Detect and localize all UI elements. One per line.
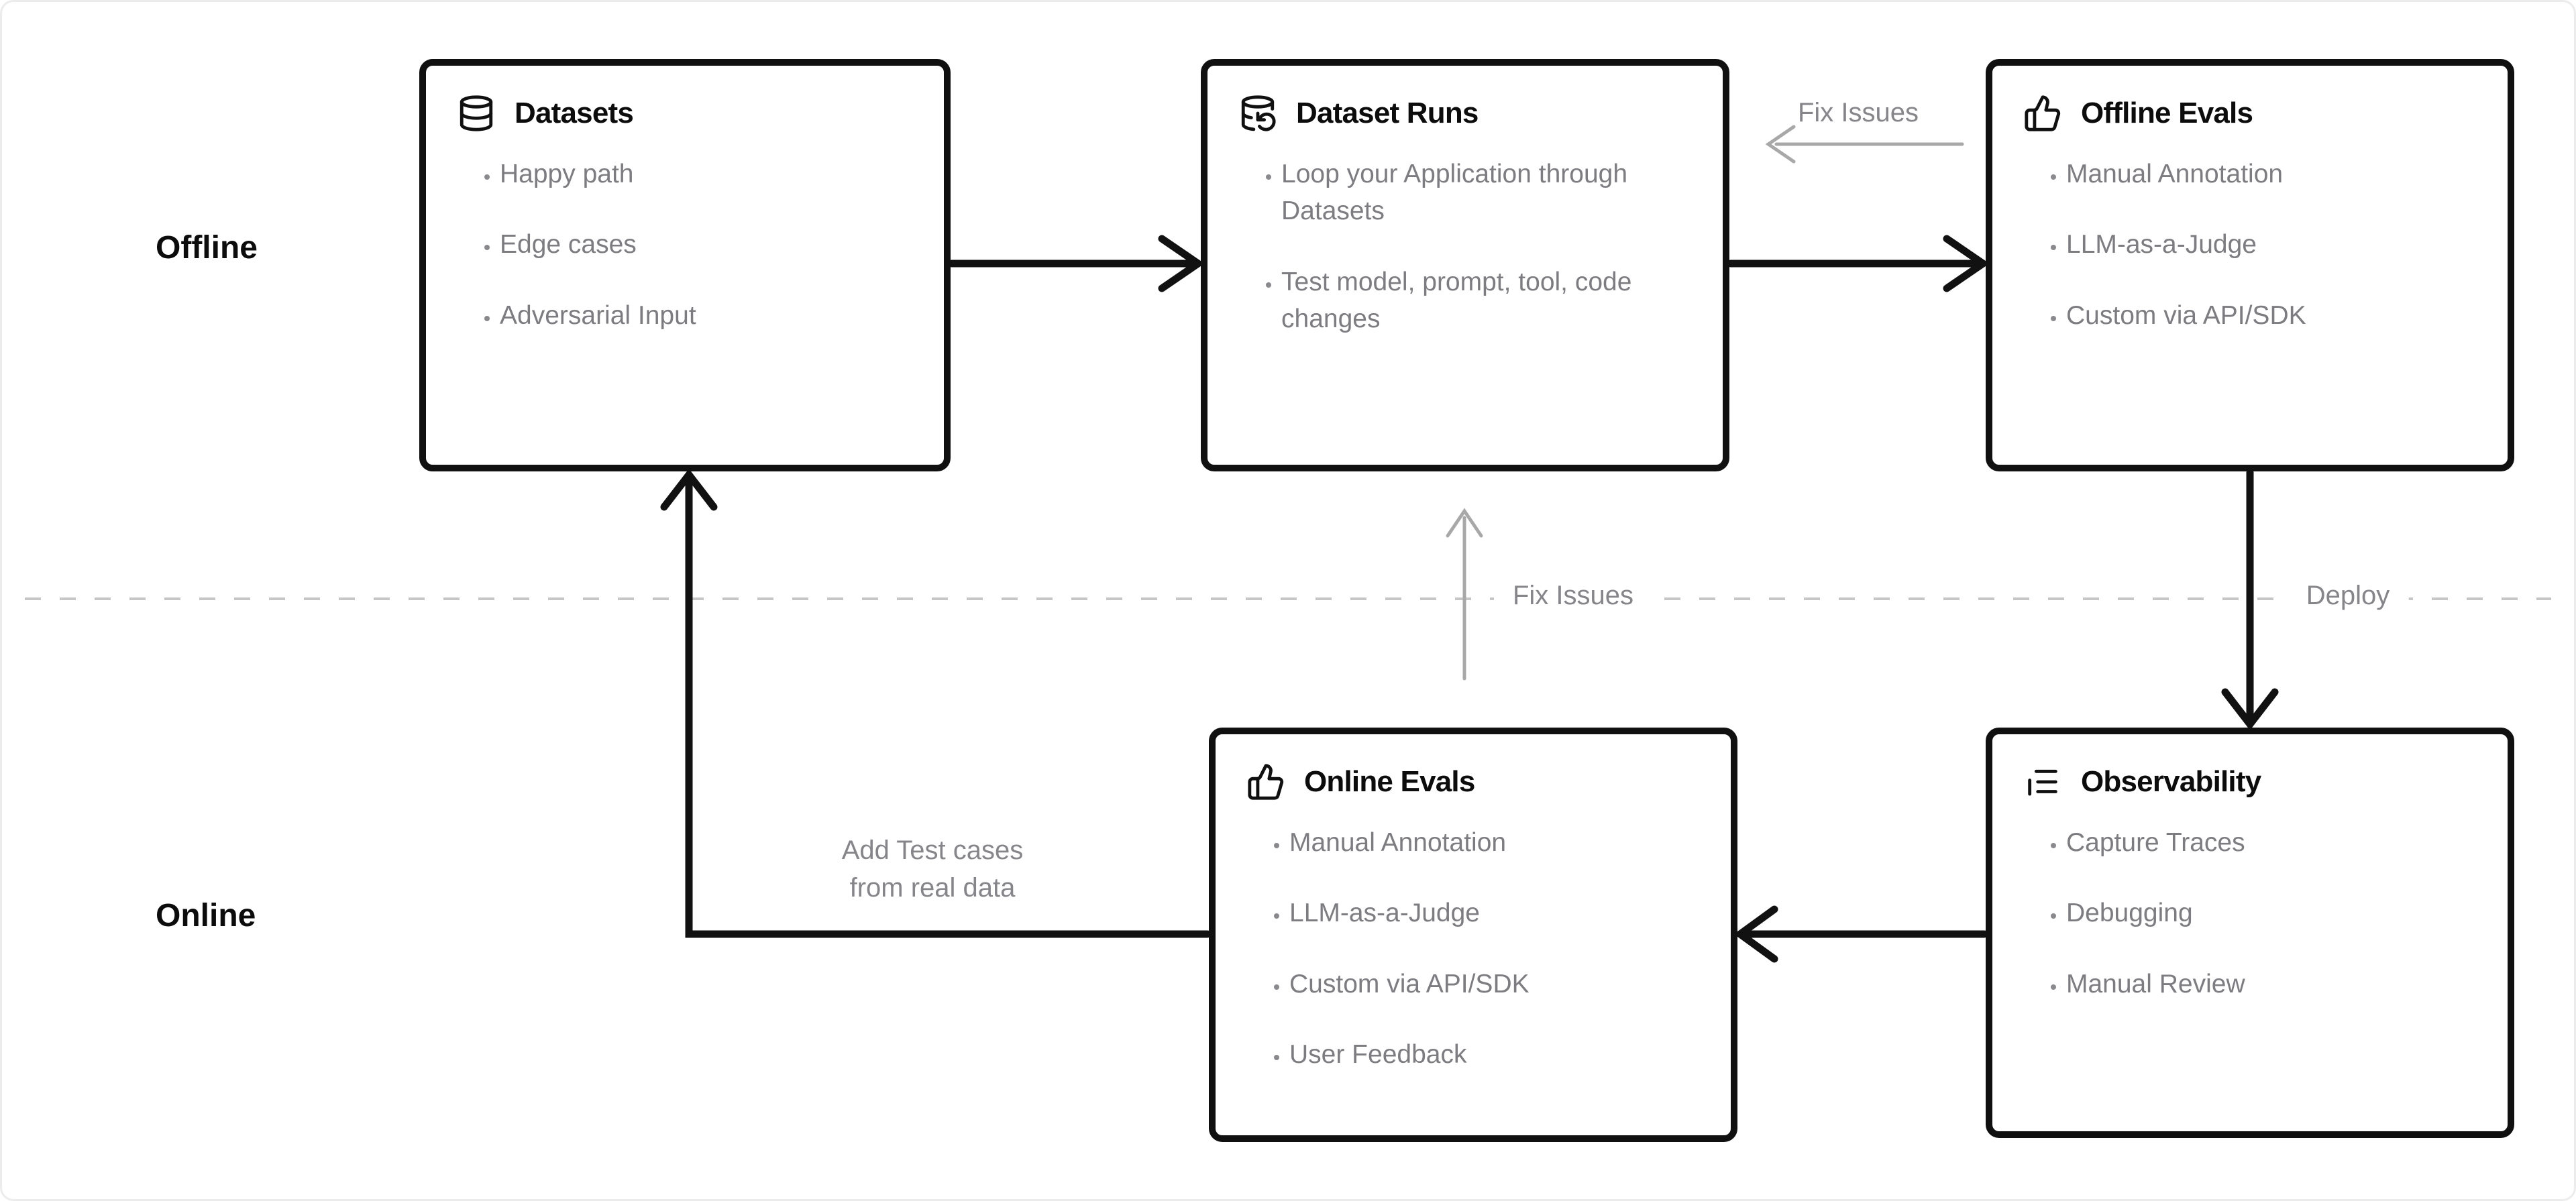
add-test-cases-line1: Add Test cases bbox=[841, 836, 1024, 865]
online-evals-bullets: Manual AnnotationLLM-as-a-JudgeCustom vi… bbox=[1246, 824, 1705, 1074]
bullet-item: LLM-as-a-Judge bbox=[1289, 895, 1655, 931]
offline-evals-header: Offline Evals bbox=[2023, 94, 2482, 133]
datasets-box: Datasets Happy pathEdge casesAdversarial… bbox=[419, 59, 951, 471]
offline-evals-box: Offline Evals Manual AnnotationLLM-as-a-… bbox=[1986, 59, 2514, 471]
online-evals-box: Online Evals Manual AnnotationLLM-as-a-J… bbox=[1209, 728, 1737, 1142]
observability-header: Observability bbox=[2023, 762, 2482, 801]
logs-icon bbox=[2023, 762, 2062, 801]
dataset-runs-header: Dataset Runs bbox=[1238, 94, 1697, 133]
observability-box: Observability Capture TracesDebuggingMan… bbox=[1986, 728, 2514, 1138]
online-evals-header: Online Evals bbox=[1246, 762, 1705, 801]
bullet-item: Test model, prompt, tool, code changes bbox=[1281, 264, 1647, 338]
database-refresh-icon bbox=[1238, 94, 1277, 133]
bullet-item: Manual Review bbox=[2066, 966, 2432, 1003]
datasets-bullets: Happy pathEdge casesAdversarial Input bbox=[457, 156, 918, 334]
observability-title: Observability bbox=[2081, 765, 2261, 798]
offline-evals-title: Offline Evals bbox=[2081, 97, 2253, 129]
dataset-runs-bullets: Loop your Application through DatasetsTe… bbox=[1238, 156, 1697, 338]
add-test-cases-label: Add Test cases from real data bbox=[842, 832, 1024, 907]
offline-section-label: Offline bbox=[156, 230, 258, 266]
online-section-label: Online bbox=[156, 898, 256, 933]
online-evals-title: Online Evals bbox=[1304, 765, 1475, 798]
datasets-title: Datasets bbox=[515, 97, 634, 129]
fix-issues-top-label: Fix Issues bbox=[1797, 98, 1919, 127]
bullet-item: Adversarial Input bbox=[500, 297, 865, 334]
bullet-item: Loop your Application through Datasets bbox=[1281, 156, 1647, 230]
bullet-item: Manual Annotation bbox=[1289, 824, 1655, 861]
observability-bullets: Capture TracesDebuggingManual Review bbox=[2023, 824, 2482, 1003]
add-test-cases-line2: from real data bbox=[849, 873, 1016, 903]
bullet-item: LLM-as-a-Judge bbox=[2066, 226, 2432, 263]
bullet-item: Capture Traces bbox=[2066, 824, 2432, 861]
bullet-item: Custom via API/SDK bbox=[2066, 297, 2432, 334]
bullet-item: Edge cases bbox=[500, 226, 865, 263]
bullet-item: Manual Annotation bbox=[2066, 156, 2432, 192]
thumbs-up-icon bbox=[1246, 762, 1285, 801]
fix-issues-mid-label: Fix Issues bbox=[1493, 581, 1653, 611]
deploy-label: Deploy bbox=[2287, 581, 2409, 611]
thumbs-up-icon bbox=[2023, 94, 2062, 133]
datasets-header: Datasets bbox=[457, 94, 918, 133]
dataset-runs-box: Dataset Runs Loop your Application throu… bbox=[1201, 59, 1729, 471]
offline-evals-bullets: Manual AnnotationLLM-as-a-JudgeCustom vi… bbox=[2023, 156, 2482, 334]
bullet-item: Debugging bbox=[2066, 895, 2432, 931]
database-icon bbox=[457, 94, 496, 133]
bullet-item: Custom via API/SDK bbox=[1289, 966, 1655, 1003]
bullet-item: User Feedback bbox=[1289, 1036, 1655, 1073]
bullet-item: Happy path bbox=[500, 156, 865, 192]
dataset-runs-title: Dataset Runs bbox=[1296, 97, 1479, 129]
